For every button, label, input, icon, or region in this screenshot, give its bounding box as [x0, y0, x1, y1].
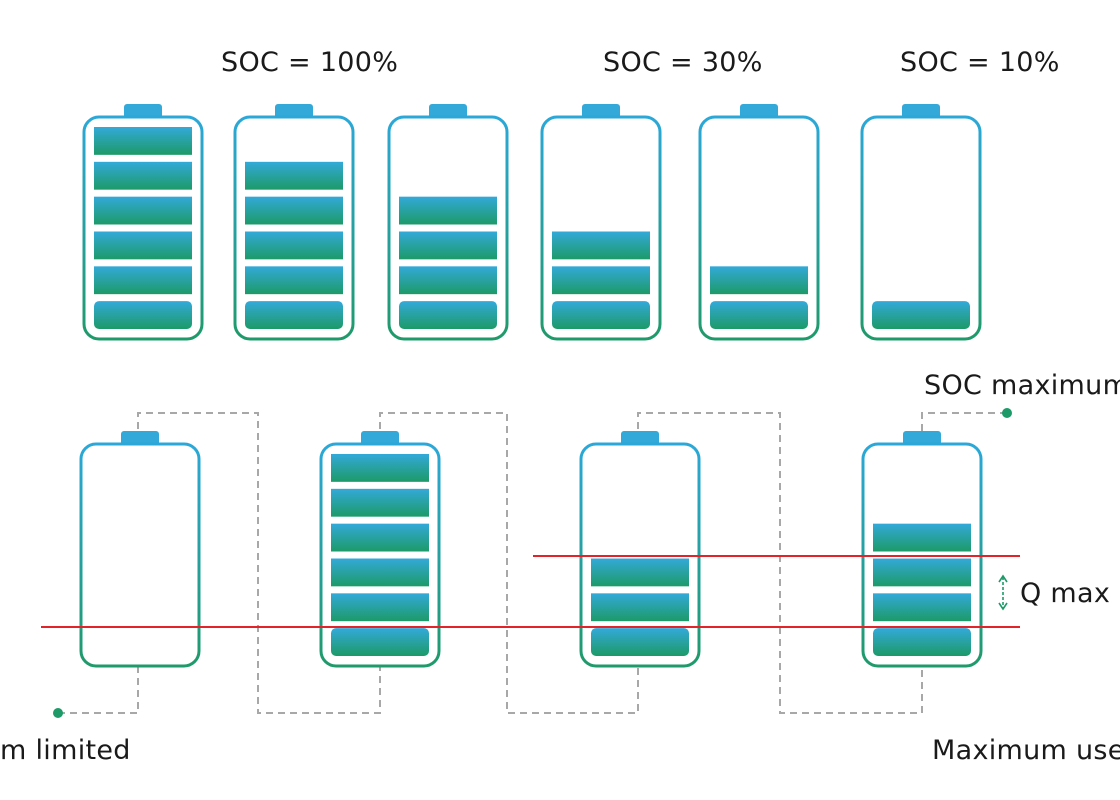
charge-segment	[591, 628, 689, 656]
battery-body	[79, 442, 201, 668]
label-soc-10: SOC = 10%	[900, 47, 1060, 78]
charge-segment	[331, 628, 429, 656]
bottom-battery-1	[79, 431, 201, 668]
dashed-connector-network	[58, 412, 1007, 714]
bottom-battery-3	[579, 431, 701, 668]
top-battery-3	[387, 104, 509, 341]
connector-soc-maximum	[921, 412, 1007, 431]
charge-segment	[591, 558, 689, 587]
q-max-arrow	[998, 574, 1008, 611]
charge-segment	[245, 266, 343, 295]
battery-cap	[124, 104, 162, 119]
charge-segment	[710, 301, 808, 329]
battery-cap	[121, 431, 159, 446]
battery-cap	[582, 104, 620, 119]
bottom-battery-2	[319, 431, 441, 668]
top-battery-row	[82, 104, 982, 341]
charge-segment	[331, 454, 429, 482]
top-battery-2	[233, 104, 355, 341]
charge-segment	[399, 266, 497, 295]
battery-cap	[902, 104, 940, 119]
charge-segment	[552, 266, 650, 295]
charge-segment	[245, 161, 343, 190]
charge-segment	[94, 231, 192, 260]
battery-cap	[621, 431, 659, 446]
charge-segment	[245, 301, 343, 329]
charge-segment	[331, 593, 429, 622]
charge-segment	[331, 523, 429, 552]
charge-segment	[873, 593, 971, 622]
charge-segment	[94, 127, 192, 155]
charge-segment	[710, 266, 808, 295]
battery-body	[860, 115, 982, 341]
charge-segment	[399, 231, 497, 260]
charge-segment	[591, 593, 689, 622]
top-battery-5	[698, 104, 820, 341]
battery-cap	[429, 104, 467, 119]
label-right-bottom: Maximum usea	[932, 735, 1120, 766]
label-soc-100: SOC = 100%	[221, 47, 399, 78]
start-dot	[53, 708, 63, 718]
charge-segment	[399, 301, 497, 329]
charge-segment	[873, 523, 971, 552]
charge-segment	[872, 301, 970, 329]
top-battery-4	[540, 104, 662, 341]
charge-segment	[873, 628, 971, 656]
connector-left-bottom	[58, 667, 139, 714]
battery-cap	[740, 104, 778, 119]
charge-segment	[94, 196, 192, 225]
charge-segment	[245, 231, 343, 260]
label-soc-30: SOC = 30%	[603, 47, 763, 78]
charge-segment	[399, 196, 497, 225]
charge-segment	[331, 558, 429, 587]
top-battery-6	[860, 104, 982, 341]
battery-cap	[275, 104, 313, 119]
label-q-max: Q max	[1020, 578, 1111, 609]
charge-segment	[331, 488, 429, 517]
charge-segment	[552, 301, 650, 329]
charge-segment	[94, 161, 192, 190]
charge-segment	[94, 301, 192, 329]
top-battery-1	[82, 104, 204, 341]
charge-segment	[552, 231, 650, 260]
label-left-bottom: m limited	[0, 735, 131, 766]
bottom-battery-row	[79, 431, 983, 668]
battery-cap	[903, 431, 941, 446]
charge-segment	[873, 558, 971, 587]
charge-segment	[245, 196, 343, 225]
connector-b1-b2	[137, 412, 381, 714]
connector-b2-b3	[379, 412, 639, 714]
charge-segment	[94, 266, 192, 295]
bottom-battery-4	[861, 431, 983, 668]
end-dot	[1002, 408, 1012, 418]
label-soc-maximum: SOC maximum	[924, 370, 1120, 401]
battery-cap	[361, 431, 399, 446]
